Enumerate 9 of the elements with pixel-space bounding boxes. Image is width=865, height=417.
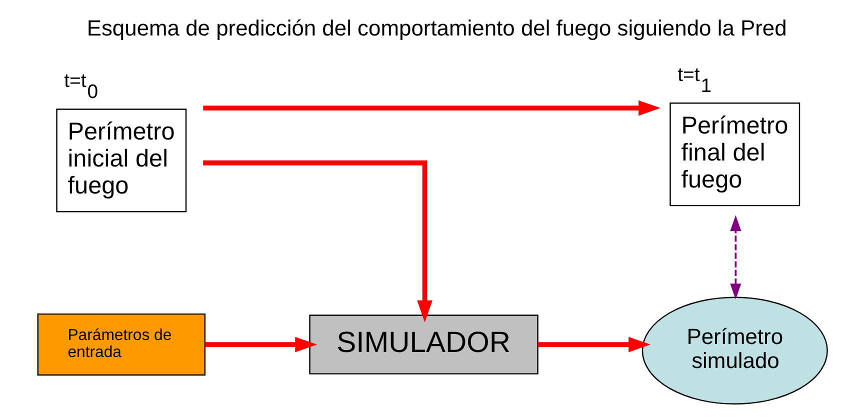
node-box: Parámetros de entrada [37, 313, 206, 376]
arrow [730, 215, 742, 300]
arrow [203, 160, 432, 322]
node-box: SIMULADOR [309, 314, 538, 374]
arrow [205, 336, 318, 352]
diagram-title: Esquema de predicción del comportamiento del fuego siguiendo la Pred [86, 15, 787, 40]
arrow [538, 336, 651, 352]
arrow [203, 100, 661, 116]
node-ellipse: Perímetro simulado [642, 296, 828, 404]
